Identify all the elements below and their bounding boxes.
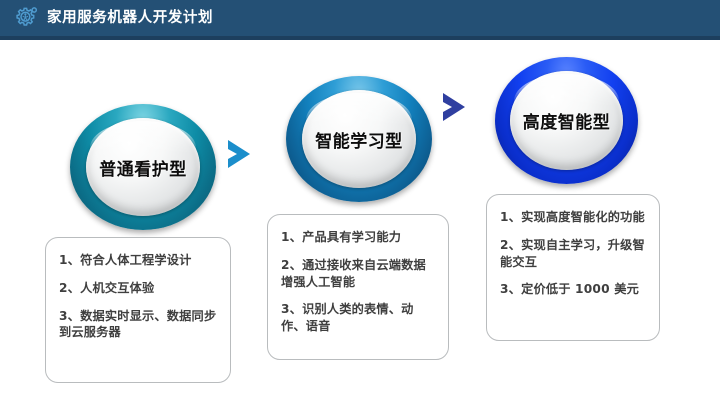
- stage-node-1[interactable]: 普通看护型: [70, 104, 216, 230]
- stage-1-bullet-2: 2、人机交互体验: [59, 280, 155, 295]
- stage-2-bullet-3: 3、识别人类的表情、动作、语音: [281, 302, 414, 334]
- stage-1-detail-box: 1、符合人体工程学设计 2、人机交互体验 3、数据实时显示、数据同步到云服务器: [45, 237, 231, 383]
- stage-3-bullet-2: 2、实现自主学习，升级智能交互: [500, 237, 645, 269]
- stage-node-3-label: 高度智能型: [522, 113, 611, 133]
- stage-node-2-label: 智能学习型: [315, 131, 403, 152]
- stage-2-bullet-1: 1、产品具有学习能力: [281, 230, 402, 244]
- stage-2-detail-box: 1、产品具有学习能力 2、通过接收来自云端数据增强人工智能 3、识别人类的表情、…: [267, 214, 449, 360]
- stage-1-bullet-1: 1、符合人体工程学设计: [59, 253, 192, 267]
- stage-node-1-inner: 普通看护型: [86, 118, 200, 216]
- stage-node-2-inner: 智能学习型: [302, 90, 416, 188]
- stage-node-3-inner: 高度智能型: [510, 71, 623, 170]
- stage-3-detail-box: 1、实现高度智能化的功能 2、实现自主学习，升级智能交互 3、定价低于 1000…: [486, 194, 660, 341]
- stage-node-2[interactable]: 智能学习型: [286, 76, 432, 202]
- stage-3-bullet-3: 3、定价低于 1000 美元: [500, 282, 639, 297]
- stage-node-1-label: 普通看护型: [99, 159, 187, 180]
- stage-3-bullet-1: 1、实现高度智能化的功能: [500, 210, 645, 224]
- arrow-stage1-to-stage2: [228, 140, 250, 168]
- page-title: 家用服务机器人开发计划: [47, 9, 214, 26]
- stage-node-3[interactable]: 高度智能型: [495, 57, 638, 184]
- header-underline: [0, 36, 720, 40]
- gear-person-icon: [16, 7, 38, 26]
- stage-2-bullet-2: 2、通过接收来自云端数据增强人工智能: [281, 257, 426, 289]
- stage-1-bullet-3: 3、数据实时显示、数据同步到云服务器: [59, 308, 217, 340]
- slide-header: 家用服务机器人开发计划: [0, 0, 720, 36]
- arrow-stage2-to-stage3: [443, 93, 465, 121]
